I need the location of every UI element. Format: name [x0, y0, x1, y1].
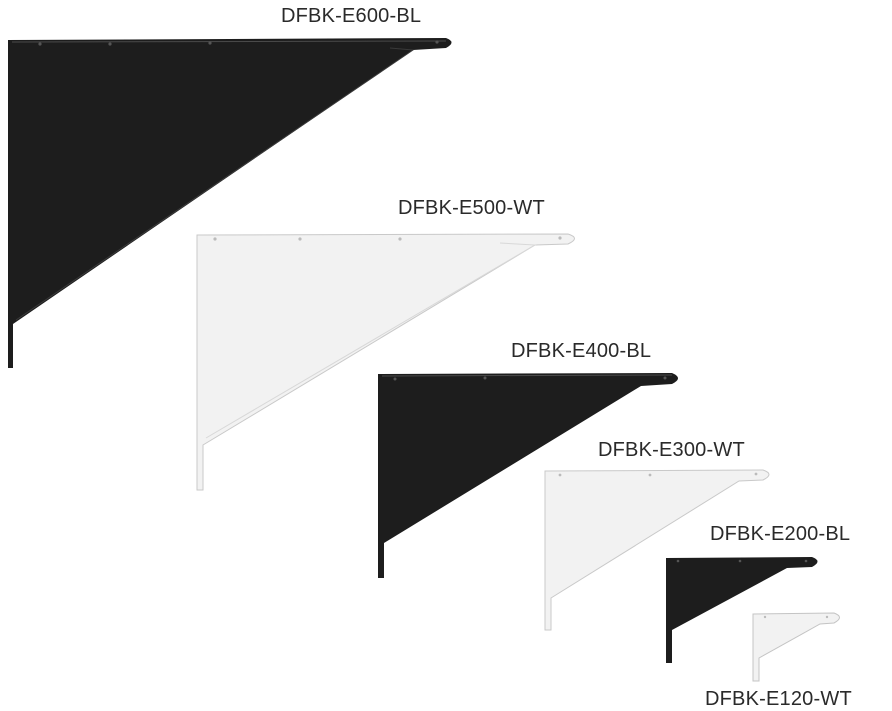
model-label-e200: DFBK-E200-BL [710, 523, 851, 545]
bracket-e400-shape [378, 373, 678, 578]
bracket-e200-shape [666, 557, 818, 663]
model-label-e120: DFBK-E120-WT [705, 688, 852, 710]
bracket-e600-shape [8, 38, 452, 368]
bracket-e120-shape [752, 612, 840, 682]
model-label-e300: DFBK-E300-WT [598, 439, 745, 461]
bracket-e300-shape [544, 469, 770, 631]
model-label-e500: DFBK-E500-WT [398, 197, 545, 219]
bracket-e500-shape [196, 233, 575, 491]
model-label-e600: DFBK-E600-BL [281, 5, 422, 27]
model-label-e400: DFBK-E400-BL [511, 340, 652, 362]
